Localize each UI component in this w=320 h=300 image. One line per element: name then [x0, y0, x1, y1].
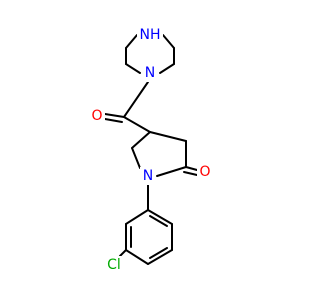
bond-piperazine-1: [125, 34, 138, 49]
bond-ph-inner-2: [149, 247, 168, 259]
atom-n-piperazine: N: [142, 64, 158, 82]
bond-ph-1: [147, 209, 173, 225]
atom-cl: Cl: [103, 256, 125, 274]
atom-nh: NH: [137, 26, 163, 44]
bond-piperazine-5: [125, 63, 141, 74]
bond-cl: [119, 249, 127, 257]
bond-piperazine-2: [162, 34, 175, 49]
bond-c2-n1: [156, 166, 187, 177]
chemical-structure-diagram: NH N O N O Cl: [89, 26, 213, 274]
bond-lactam-o-2: [183, 171, 198, 176]
bond-carbonyl-c4: [123, 116, 151, 133]
bond-c5-c4: [131, 131, 151, 149]
bond-ph-3: [147, 249, 173, 265]
bond-carbonyl-o-1: [104, 113, 125, 118]
bond-ph-6: [125, 209, 149, 225]
bond-n1-c5: [131, 147, 141, 169]
atom-label-nh: NH: [140, 27, 161, 43]
bond-ph-inner-1: [149, 215, 168, 227]
atom-label-o-lactam: O: [199, 164, 210, 180]
bond-piperazine-6: [159, 63, 175, 74]
bond-n-carbonyl: [123, 81, 149, 118]
bond-carbonyl-o-2: [104, 118, 123, 123]
atom-o-lactam: O: [197, 163, 213, 181]
atom-o-amide: O: [89, 107, 105, 125]
bond-ph-4: [125, 249, 149, 265]
atom-label-o-amide: O: [91, 108, 102, 124]
atom-label-cl: Cl: [107, 257, 121, 273]
atom-label-n-pyrrolidinone: N: [143, 168, 153, 184]
bond-c4-c3: [149, 131, 187, 142]
atom-n-pyrrolidinone: N: [140, 167, 156, 185]
bond-lactam-o-1: [185, 166, 198, 171]
structure-canvas: NH N O N O Cl: [89, 26, 213, 274]
atom-label-n-piperazine: N: [145, 65, 155, 81]
